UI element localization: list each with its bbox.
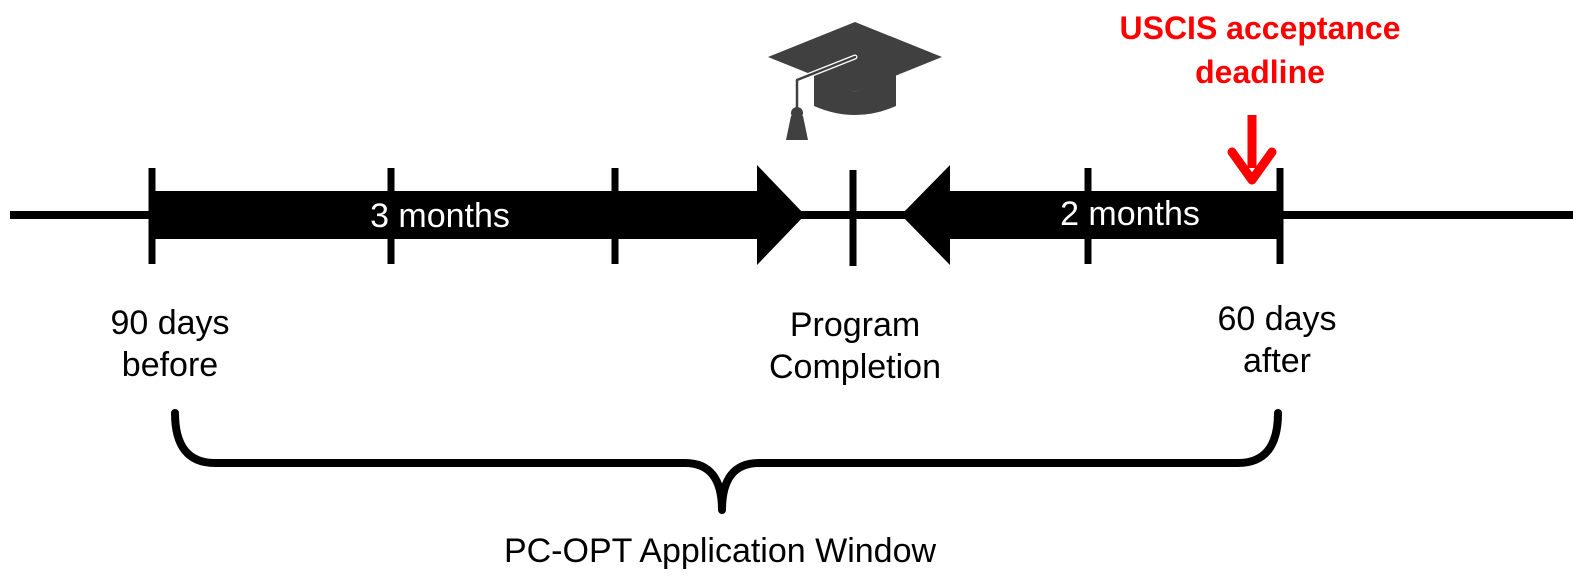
completion-marker-label: Program Completion bbox=[740, 304, 970, 388]
two-month-label: 2 months bbox=[1060, 195, 1200, 233]
end-marker-line1: 60 days bbox=[1217, 300, 1337, 338]
down-arrow-icon bbox=[1227, 115, 1277, 185]
deadline-line1: USCIS acceptance bbox=[1119, 10, 1401, 46]
completion-marker-line1: Program bbox=[789, 306, 921, 344]
application-window-label: PC-OPT Application Window bbox=[503, 532, 937, 570]
application-window-brace bbox=[171, 409, 1282, 514]
deadline-line2: deadline bbox=[1195, 54, 1325, 90]
completion-marker-line2: Completion bbox=[769, 348, 941, 386]
start-marker-line2: before bbox=[121, 346, 219, 384]
deadline-label: USCIS acceptance deadline bbox=[1060, 6, 1460, 94]
end-marker-line2: after bbox=[1242, 342, 1312, 380]
graduation-cap-icon bbox=[768, 22, 942, 140]
start-marker-label: 90 days before bbox=[70, 302, 270, 386]
start-marker-line1: 90 days bbox=[110, 304, 230, 342]
three-month-label: 3 months bbox=[370, 197, 510, 235]
three-month-arrow bbox=[152, 165, 805, 265]
end-marker-label: 60 days after bbox=[1177, 298, 1377, 382]
